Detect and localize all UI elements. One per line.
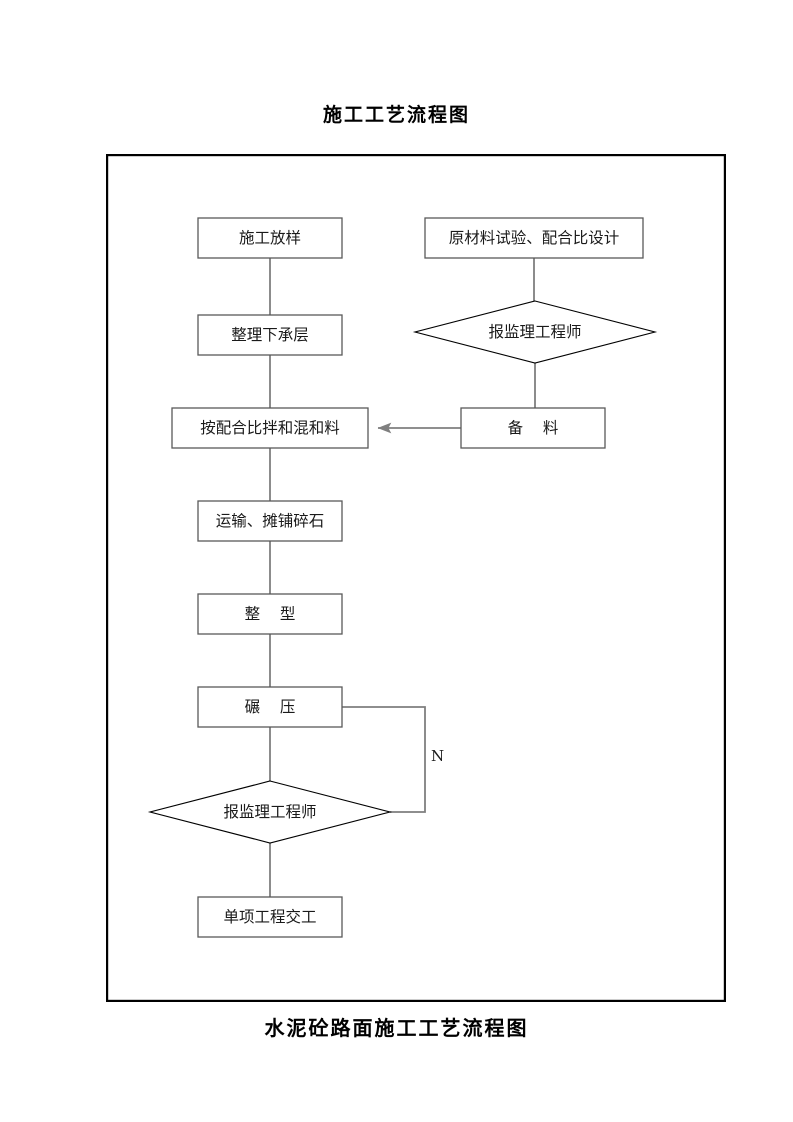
node-rect[interactable]	[197, 593, 343, 635]
node-rect[interactable]	[424, 217, 644, 259]
node-rect[interactable]	[171, 407, 369, 449]
node-n6[interactable]: 备 料	[460, 407, 606, 449]
node-label: 整理下承层	[231, 326, 309, 344]
flowchart-frame: 施工放样 原材料试验、配合比设计 整理下承层 报监理工程师 按配合比拌和混和料	[106, 154, 726, 1002]
node-n5[interactable]: 按配合比拌和混和料	[171, 407, 369, 449]
node-diamond[interactable]	[147, 780, 393, 844]
node-label: 报监理工程师	[223, 803, 316, 821]
node-n1[interactable]: 施工放样	[197, 217, 343, 259]
node-n8[interactable]: 整 型	[197, 593, 343, 635]
page-title: 施工工艺流程图	[322, 104, 470, 126]
node-label: 碾 压	[245, 698, 296, 716]
node-label: 按配合比拌和混和料	[200, 419, 340, 437]
node-n2[interactable]: 原材料试验、配合比设计	[424, 217, 644, 259]
page-caption: 水泥砼路面施工工艺流程图	[264, 1016, 529, 1040]
node-n4[interactable]: 报监理工程师	[412, 300, 658, 364]
node-n9[interactable]: 碾 压	[197, 686, 343, 728]
node-label: 整 型	[245, 605, 296, 623]
node-rect[interactable]	[197, 500, 343, 542]
node-label: 备 料	[508, 419, 559, 437]
node-rect[interactable]	[197, 217, 343, 259]
node-label: 施工放样	[239, 229, 301, 247]
node-diamond[interactable]	[412, 300, 658, 364]
node-rect[interactable]	[197, 314, 343, 356]
node-label: 原材料试验、配合比设计	[449, 229, 620, 247]
node-label: 单项工程交工	[223, 908, 316, 926]
node-n10[interactable]: 报监理工程师	[147, 780, 393, 844]
node-n7[interactable]: 运输、摊铺碎石	[197, 500, 343, 542]
node-rect[interactable]	[197, 896, 343, 938]
outer-border	[106, 154, 726, 1002]
node-rect[interactable]	[460, 407, 606, 449]
connectors	[264, 258, 541, 913]
node-rect[interactable]	[197, 686, 343, 728]
node-label: 报监理工程师	[488, 323, 581, 341]
node-n3[interactable]: 整理下承层	[197, 314, 343, 356]
node-label: 运输、摊铺碎石	[216, 512, 325, 530]
node-n11[interactable]: 单项工程交工	[197, 896, 343, 938]
edge-n10-n9-feedback	[272, 701, 426, 813]
flowchart-svg: 施工放样 原材料试验、配合比设计 整理下承层 报监理工程师 按配合比拌和混和料	[106, 154, 726, 1002]
loop-label-n: N	[431, 747, 444, 765]
